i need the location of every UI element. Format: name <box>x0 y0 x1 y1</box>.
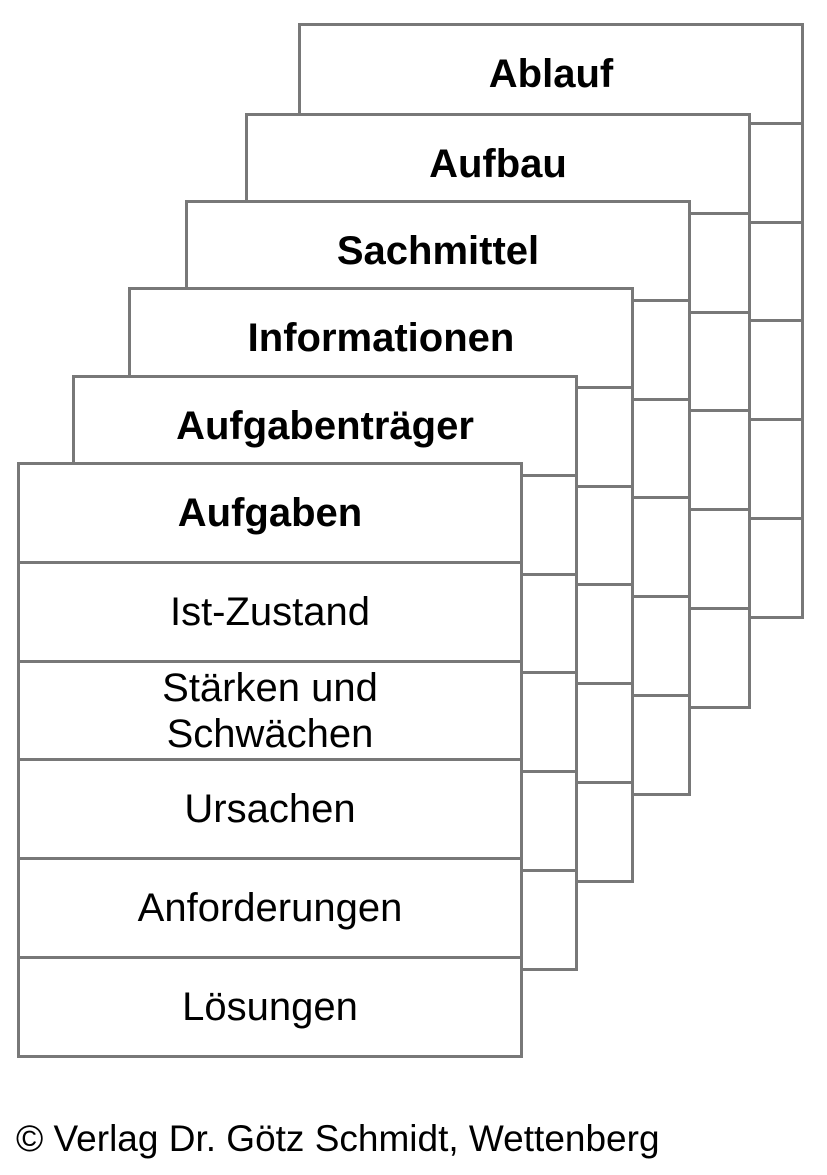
card-title-row: Informationen <box>131 290 631 386</box>
card-title: Aufgabenträger <box>176 403 474 448</box>
card-row-label: Lösungen <box>182 985 358 1030</box>
card-title: Aufgaben <box>177 490 363 535</box>
card-row-ist-zustand: Ist-Zustand <box>20 560 520 660</box>
copyright-text: © Verlag Dr. Götz Schmidt, Wettenberg <box>16 1118 660 1159</box>
card-title: Aufbau <box>429 141 567 186</box>
card-title: Sachmittel <box>336 228 540 273</box>
card-row-loesungen: Lösungen <box>20 956 520 1055</box>
card-row-staerken-und-schwaechen: Stärken und Schwächen <box>20 659 520 759</box>
card-title-row: Aufgaben <box>20 465 520 561</box>
card-row-ursachen: Ursachen <box>20 758 520 857</box>
card-title: Informationen <box>247 315 515 360</box>
card-title-row: Aufbau <box>248 116 748 212</box>
card-row-label: Ist-Zustand <box>169 589 371 634</box>
card-row-label: Stärken und Schwächen <box>162 665 378 756</box>
card-row-label: Anforderungen <box>137 886 403 931</box>
card-aufgaben: Aufgaben Ist-Zustand Stärken und Schwäch… <box>17 462 523 1058</box>
card-row-anforderungen: Anforderungen <box>20 857 520 956</box>
card-title-row: Sachmittel <box>188 203 688 299</box>
card-title-row: Ablauf <box>301 26 801 122</box>
card-title: Ablauf <box>488 51 614 96</box>
card-row-label: Ursachen <box>184 787 356 832</box>
card-title-row: Aufgabenträger <box>75 378 575 474</box>
